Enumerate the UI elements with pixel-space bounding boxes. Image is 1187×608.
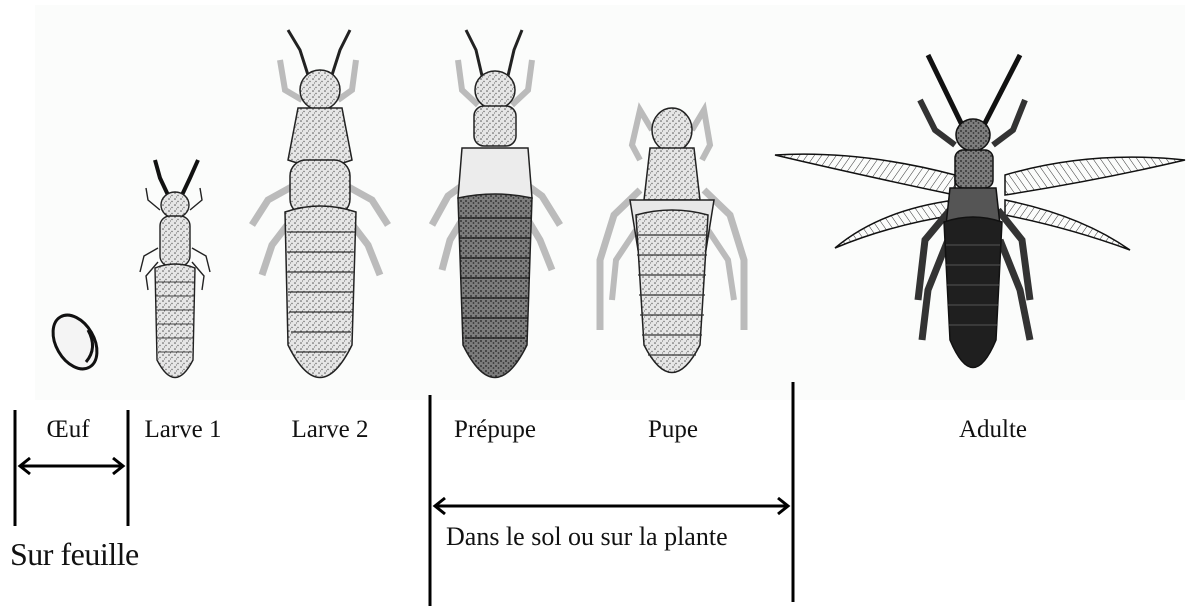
stage-label-pupe: Pupe [648,410,698,450]
stage-label-oeuf: Œuf [46,410,89,450]
habitat-label-leaf: Sur feuille [10,538,139,570]
habitat-label-soil: Dans le sol ou sur la plante [446,524,728,550]
stage-label-prepupe: Prépupe [454,410,536,450]
stage-label-larve-2: Larve 2 [291,410,368,450]
stage-label-larve-1: Larve 1 [144,410,221,450]
stage-label-adulte: Adulte [959,410,1027,450]
